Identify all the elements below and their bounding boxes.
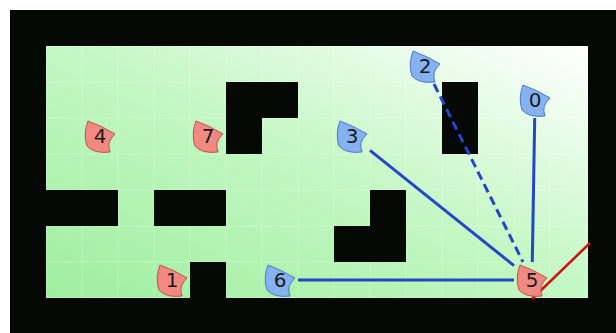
pass-line — [298, 279, 514, 282]
pass-line — [370, 150, 514, 265]
agent-marker: 7 — [190, 118, 226, 154]
agent-marker: 6 — [262, 262, 298, 298]
agent-marker: 4 — [82, 118, 118, 154]
agent-number: 0 — [517, 82, 553, 118]
agent-marker: 0 — [517, 82, 553, 118]
agent-marker: 1 — [154, 262, 190, 298]
agent-marker: 5 — [514, 262, 550, 298]
agent-number: 2 — [407, 48, 443, 84]
agent-number: 7 — [190, 118, 226, 154]
agent-number: 4 — [82, 118, 118, 154]
agent-number: 1 — [154, 262, 190, 298]
agent-number: 6 — [262, 262, 298, 298]
agent-number: 5 — [514, 262, 550, 298]
pass-line — [532, 118, 534, 262]
agent-marker: 3 — [334, 118, 370, 154]
agent-number: 3 — [334, 118, 370, 154]
agent-marker: 2 — [407, 48, 443, 84]
